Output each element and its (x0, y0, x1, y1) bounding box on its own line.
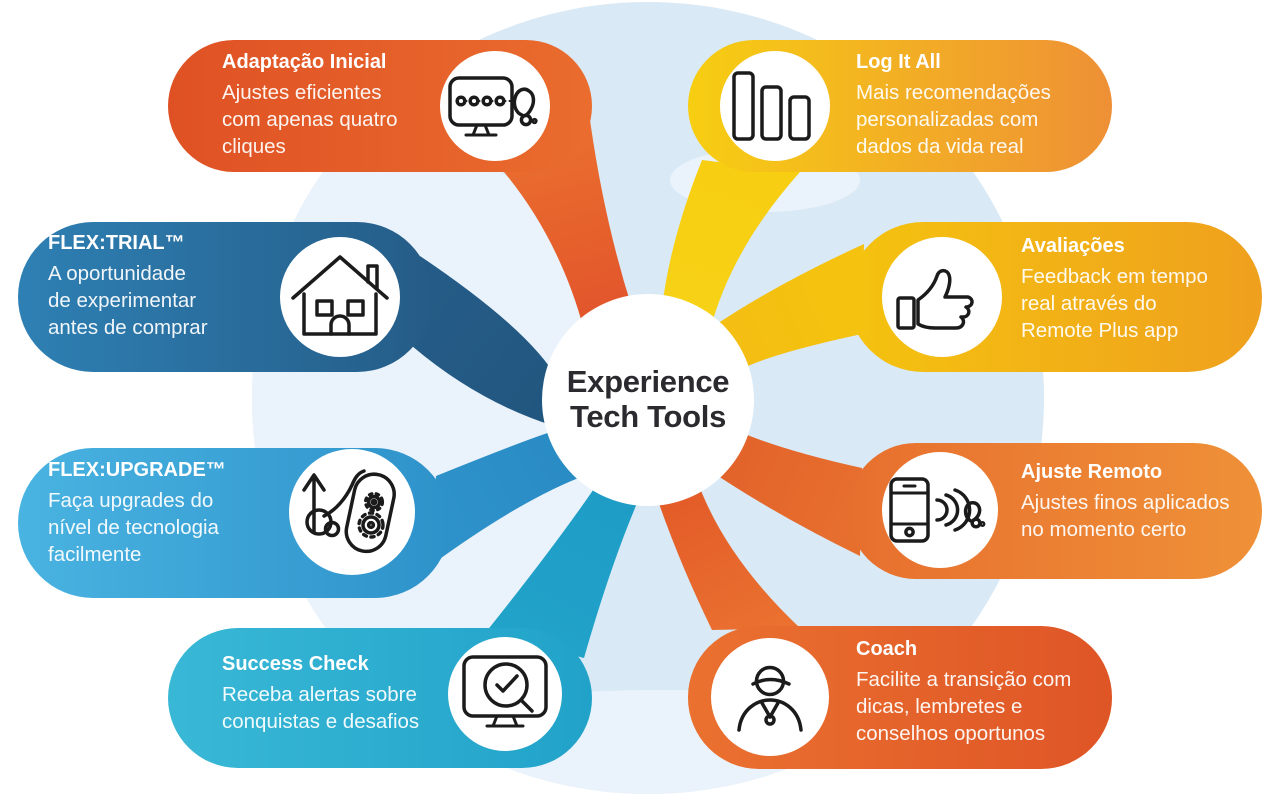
petal-adaptacao-inicial-spoke (504, 120, 632, 330)
petal-body: Mais recomendações personalizadas com da… (856, 81, 1051, 158)
center-title: Experience Tech Tools (566, 364, 730, 434)
petal-ajuste-remoto-spoke (706, 429, 862, 556)
petal-flex-upgrade-label: FLEX:UPGRADE™ Faça upgrades do nível de … (48, 458, 226, 568)
center-circle (542, 294, 754, 506)
petal-log-it-all-spoke (662, 160, 800, 330)
petal-title: Log It All (856, 51, 941, 73)
petal-coach-label: Coach Facilite a transição com dicas, le… (856, 637, 1071, 747)
petal-success-check-spoke (486, 480, 641, 658)
petal-title: Avaliações (1021, 235, 1125, 257)
petal-success-check-label: Success Check Receba alertas sobre conqu… (222, 652, 419, 735)
icon-circle-flex-upgrade (289, 449, 415, 575)
petal-title: Adaptação Inicial (222, 51, 387, 73)
icon-circle-success-check (448, 637, 562, 751)
petal-log-it-all-label: Log It All Mais recomendações personaliz… (856, 50, 1051, 160)
petal-flex-trial-spoke (412, 256, 558, 426)
petal-adaptacao-inicial-label: Adaptação Inicial Ajustes eficientes com… (222, 50, 398, 160)
monitor-magnifier-check-icon (462, 655, 548, 728)
petal-ajuste-remoto-label: Ajuste Remoto Ajustes finos aplicados no… (1021, 460, 1230, 543)
petal-body: Feedback em tempo real através do Remote… (1021, 265, 1208, 342)
petal-flex-upgrade-spoke (430, 430, 586, 566)
petal-body: Facilite a transição com dicas, lembrete… (856, 668, 1072, 745)
phone-waves-hearing-aid-icon (889, 477, 986, 543)
icon-circle-ajuste-remoto (882, 452, 998, 568)
icon-circle-flex-trial (280, 237, 400, 357)
petal-title: Coach (856, 638, 918, 660)
petal-body: A oportunidade de experimentar antes de … (48, 262, 208, 339)
petal-flex-trial-label: FLEX:TRIAL™ A oportunidade de experiment… (48, 231, 208, 341)
coach-person-icon (737, 665, 803, 732)
icon-circle-coach (711, 638, 829, 756)
petal-title: Ajuste Remoto (1021, 461, 1163, 483)
hearing-aid-upgrade-icon (302, 469, 396, 554)
petal-avaliacoes-spoke (708, 244, 864, 373)
petal-body: Receba alertas sobre conquistas e desafi… (222, 683, 420, 733)
icon-circle-log-it-all (720, 51, 830, 161)
petal-body: Ajustes eficientes com apenas quatro cli… (222, 81, 398, 158)
petal-body: Ajustes finos aplicados no momento certo (1021, 491, 1230, 541)
petal-avaliacoes-label: Avaliações Feedback em tempo real atravé… (1021, 234, 1208, 344)
thumbs-up-icon (896, 268, 974, 330)
petal-title: FLEX:TRIAL™ (48, 232, 185, 254)
fitting-screen-hearing-aid-icon (448, 76, 538, 137)
petal-coach-spoke (655, 480, 800, 630)
bar-chart-icon (732, 71, 811, 141)
house-icon (291, 255, 389, 336)
petal-body: Faça upgrades do nível de tecnologia fac… (48, 489, 219, 566)
petal-title: Success Check (222, 653, 369, 675)
petal-title: FLEX:UPGRADE™ (48, 459, 226, 481)
